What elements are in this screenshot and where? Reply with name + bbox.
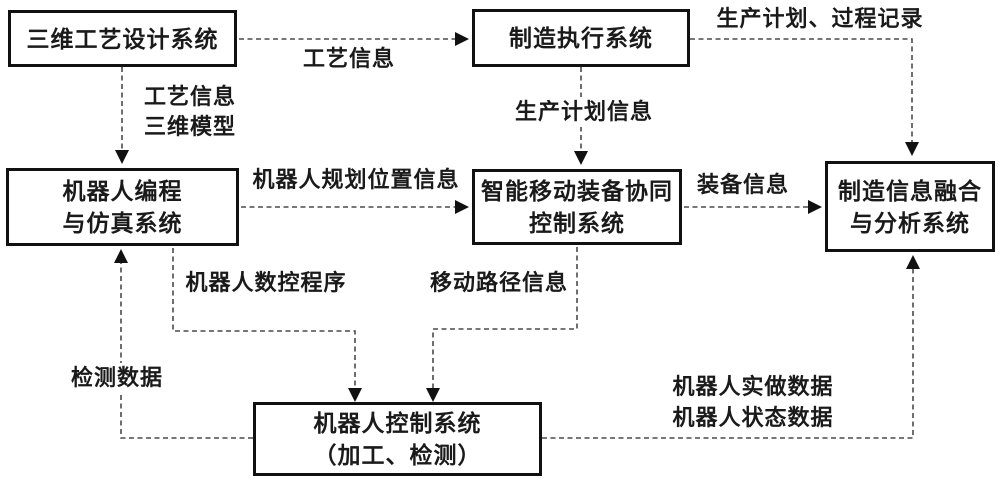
- label-mobile-path-info: 移动路径信息: [424, 268, 574, 298]
- box-manufacturing-execution-system: 制造执行系统: [472, 9, 690, 67]
- arrow-inspection-data: [114, 249, 253, 439]
- label-robot-nc-program: 机器人数控程序: [174, 268, 358, 298]
- arrow-production-plan-record: [690, 38, 919, 156]
- box-robot-programming-simulation-system: 机器人编程 与仿真系统: [6, 168, 239, 246]
- box-3d-process-design-system: 三维工艺设计系统: [8, 10, 237, 67]
- arrow-robot-nc-program: [172, 248, 362, 402]
- arrow-process-info: [239, 32, 469, 46]
- label-production-plan-info: 生产计划信息: [506, 97, 662, 127]
- label-inspection-data: 检测数据: [62, 363, 172, 393]
- arrow-production-plan-info: [574, 67, 588, 165]
- arrow-robot-planned-position: [241, 200, 469, 214]
- label-process-info-3d-model: 工艺信息 三维模型: [136, 82, 244, 142]
- box-robot-control-system: 机器人控制系统 （加工、检测）: [253, 402, 542, 476]
- label-robot-planned-position-info: 机器人规划位置信息: [240, 165, 472, 195]
- label-production-plan-process-record: 生产计划、过程记录: [694, 4, 946, 34]
- arrow-process-info-model: [115, 67, 129, 164]
- label-equipment-info: 装备信息: [691, 170, 795, 200]
- box-manufacturing-info-fusion-analysis-system: 制造信息融合 与分析系统: [825, 161, 995, 252]
- box-intelligent-mobile-equipment-control-system: 智能移动装备协同 控制系统: [472, 169, 682, 245]
- arrow-equipment-info: [684, 200, 822, 214]
- arrow-mobile-path-info: [426, 247, 578, 402]
- arrow-robot-actual-status: [542, 255, 920, 439]
- label-robot-actual-status-data: 机器人实做数据 机器人状态数据: [652, 371, 854, 433]
- label-process-info: 工艺信息: [295, 44, 403, 74]
